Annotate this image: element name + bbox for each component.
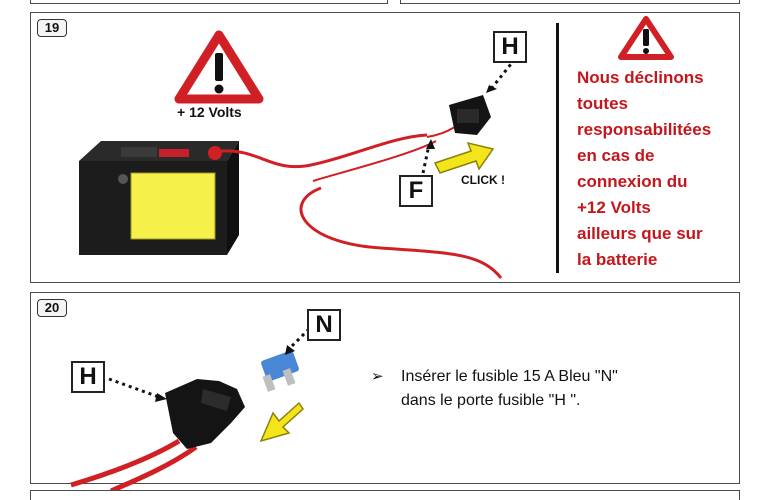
label-box-h: H [493,31,527,63]
previous-step-panel-left [30,0,388,4]
step-20-illustration [70,327,311,494]
step-number-19: 19 [37,19,67,37]
warning-line: +12 Volts [577,198,651,217]
pointer-f-line [421,144,431,174]
label-box-f: F [399,175,433,207]
bullet-arrow-icon: ➢ [371,368,384,385]
instruction-line: dans le porte fusible "H ". [401,392,581,409]
warning-line: connexion du [577,172,688,191]
pointer-h-arrowhead [486,85,497,93]
warning-line: Nous déclinons [577,68,704,87]
step-20-panel: 20 H N ➢ Insérer le fusible 15 A Bleu "N [30,292,740,494]
pointer-h-line [108,377,160,399]
instruction-text: ➢ Insérer le fusible 15 A Bleu "N" dans … [371,365,731,413]
blue-fuse-image [261,350,299,392]
fuse-holder-image [165,379,245,449]
voltage-label: + 12 Volts [177,104,242,120]
previous-step-panel-right [400,0,740,4]
pointer-n-arrowhead [285,345,295,355]
pointer-h-arrowhead [155,393,167,402]
warning-message: Nous déclinons toutes responsabilitées e… [577,65,747,273]
step-19-panel: 19 [30,12,740,283]
pointer-h-line [489,58,517,90]
warning-triangle-icon [618,16,674,60]
click-direction-arrow-icon [433,141,495,174]
fuse-holder-image [449,95,491,135]
label-box-h: H [71,361,105,393]
click-label: CLICK ! [461,173,505,187]
warning-line: responsabilitées [577,120,712,139]
red-wire [220,112,503,279]
step-number-20: 20 [37,299,67,317]
car-battery-image [79,141,239,255]
warning-line: toutes [577,94,628,113]
warning-triangle-icon [174,30,264,104]
instruction-line: Insérer le fusible 15 A Bleu "N" [401,368,618,385]
warning-line: la batterie [577,250,658,269]
vertical-divider [556,23,559,273]
warning-line: en cas de [577,146,655,165]
label-box-n: N [307,309,341,341]
warning-line: ailleurs que sur [577,224,703,243]
insert-direction-arrow-icon [259,401,304,443]
red-wire [70,438,198,494]
step-19-illustration [79,16,674,279]
pointer-n-line [287,327,311,351]
next-step-panel [30,490,740,500]
pointer-f-arrowhead [426,139,435,149]
